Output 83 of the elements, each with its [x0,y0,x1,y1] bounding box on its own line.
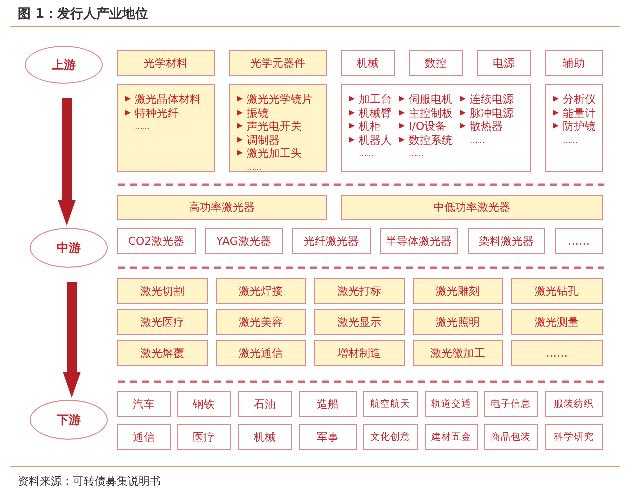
category-box: …… [555,228,603,254]
list-item: 主控制板 [398,106,453,120]
category-box: 商品包装 [484,424,538,450]
category-box: 钢铁 [177,391,231,417]
category-box: 轨道交通 [425,391,478,417]
category-box: 中低功率激光器 [341,195,603,220]
category-box: 激光钻孔 [511,278,603,304]
list-item: 连续电源 [459,93,514,106]
category-box: 激光微加工 [413,340,503,366]
category-box: 染料激光器 [468,228,545,254]
category-box: 半导体激光器 [380,228,458,254]
category-box: 造船 [299,391,357,417]
category-box: 光纤激光器 [292,228,371,254]
category-box: 激光测量 [511,309,603,335]
category-box: 增材制造 [314,340,405,366]
arrow [63,282,81,398]
stage-oval: 上游 [25,46,103,84]
figure-title: 图 1：发行人产业地位 [18,6,149,23]
category-box: 航空航天 [363,391,418,417]
list-item: 加工台 [348,93,392,106]
ellipsis: …… [408,148,423,160]
list-item: 伺服电机 [398,93,453,106]
list-item: 特种光纤 [124,106,179,120]
list-item: 防护镜 [552,120,596,134]
category-box: 激光雕刻 [413,278,503,304]
category-box: …… [511,340,603,366]
list-item: 能量计 [552,106,596,120]
category-box: 石油 [238,391,292,417]
category-box: 文化创意 [363,424,418,450]
list-item: 激光加工头 [236,147,302,160]
category-box: 军事 [299,424,357,450]
source-note: 资料来源：可转债募集说明书 [18,474,161,489]
category-box: 电子信息 [484,391,538,417]
ellipsis: …… [358,148,373,160]
list-box [229,84,327,172]
category-box: 高功率激光器 [117,195,327,220]
list-item: 声光电开关 [236,120,302,134]
list-item: 激光光学镜片 [236,93,313,106]
category-box: 科学研究 [545,424,603,450]
arrow [58,98,76,226]
list-item: 脉冲电源 [459,106,514,120]
list-box [545,84,603,172]
category-box: 汽车 [117,391,171,417]
category-box: 机械 [341,50,395,76]
category-box: 通信 [117,424,171,450]
list-box [341,84,531,172]
list-item: 振镜 [236,106,269,120]
list-item: 散热器 [459,120,503,134]
list-box [117,84,215,172]
category-box: 辅助 [545,50,603,76]
category-box: 电源 [477,50,531,76]
category-box: YAG激光器 [205,228,283,254]
list-item: 分析仪 [552,93,596,106]
list-item: 调制器 [236,134,280,147]
category-box: 光学材料 [117,50,215,76]
category-box: 激光美容 [216,309,306,335]
category-box: 医疗 [177,424,231,450]
list-item: 数控系统 [398,134,453,147]
ellipsis: …… [134,121,149,133]
stage-oval: 中游 [30,228,108,268]
category-box: 激光医疗 [117,309,208,335]
ellipsis: …… [469,134,484,146]
category-box: 机械 [238,424,292,450]
category-box: 激光焊接 [216,278,306,304]
list-item: 机械臂 [348,106,392,120]
ellipsis: …… [562,134,577,146]
category-box: 激光切割 [117,278,208,304]
category-box: 激光显示 [314,309,405,335]
list-item: 机器人 [348,134,392,147]
ellipsis: …… [246,162,261,174]
category-box: 激光打标 [314,278,405,304]
category-box: 激光熔覆 [117,340,208,366]
category-box: 光学元器件 [229,50,327,76]
category-box: 数控 [409,50,463,76]
list-item: 机柜 [348,120,381,134]
stage-oval: 下游 [30,400,108,440]
category-box: CO2激光器 [117,228,196,254]
category-box: 建材五金 [425,424,478,450]
list-item: 激光晶体材料 [124,93,201,106]
list-item: I/O设备 [398,120,447,134]
category-box: 服装纺织 [545,391,603,417]
category-box: 激光通信 [216,340,306,366]
category-box: 激光照明 [413,309,503,335]
